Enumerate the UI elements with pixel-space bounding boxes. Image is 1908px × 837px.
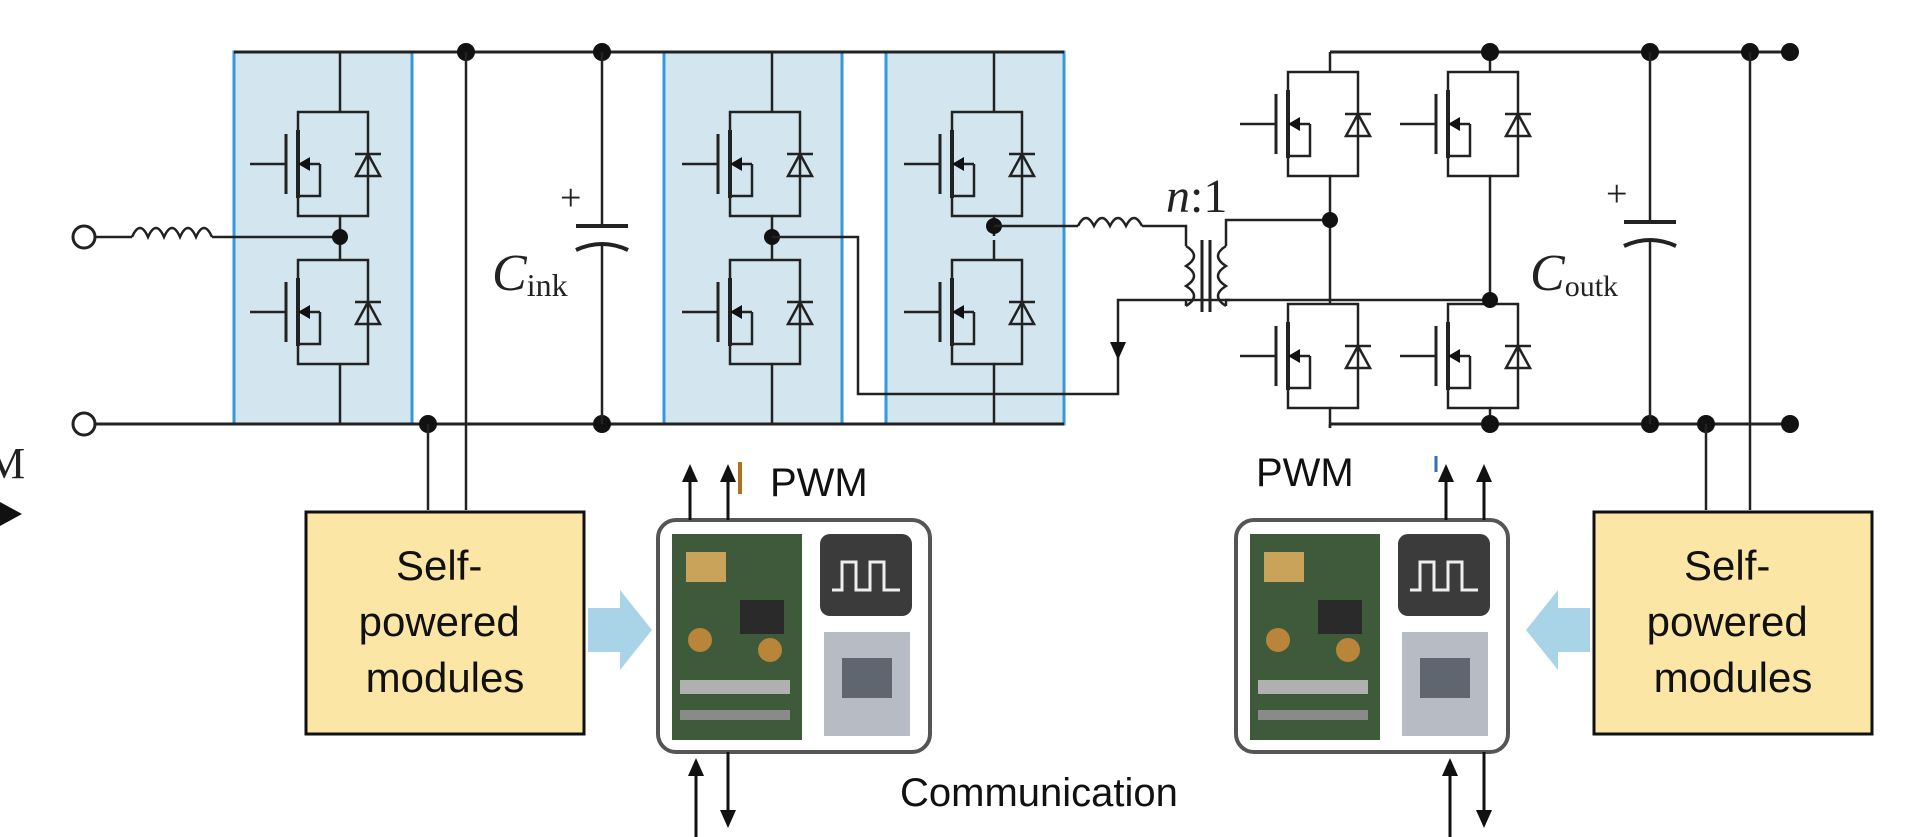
half-bridge-box-3 [884, 50, 1066, 426]
pwm-label-left: PWM [770, 461, 868, 505]
module-right-line-3: modules [1654, 654, 1813, 701]
oscilloscope-icon-right [1398, 534, 1490, 616]
pwm-label-right: PWM [1256, 451, 1354, 495]
transformer-primary [1183, 244, 1196, 308]
module-left-line-1: Self- [396, 542, 482, 589]
power-arrow-right [1526, 590, 1590, 670]
switch-10 [1398, 282, 1533, 430]
switch-7 [1238, 50, 1373, 198]
cin-plate-bottom [575, 242, 629, 252]
svg-text:+: + [1606, 173, 1627, 215]
input-terminal-bottom [71, 411, 97, 437]
switch-8 [1398, 50, 1533, 198]
power-arrow-left [588, 590, 652, 670]
cout-label: Coutk [1530, 245, 1618, 303]
turns-ratio: n:1 [1166, 170, 1227, 223]
edge-arrow [0, 502, 22, 526]
series-inductor [1076, 216, 1144, 229]
edge-letter: M [0, 439, 25, 488]
input-inductor [130, 226, 214, 241]
module-right-line-1: Self- [1684, 542, 1770, 589]
svg-text:Self- powered modules: Self- powered modules [1647, 542, 1820, 701]
communication-label: Communication [900, 771, 1178, 815]
transformer-secondary [1216, 244, 1229, 308]
svg-text:+: + [560, 177, 581, 219]
switch-9 [1238, 282, 1373, 430]
oscilloscope-icon-left [820, 534, 912, 616]
self-powered-module-left [304, 510, 586, 736]
cin-label: Cink [492, 245, 568, 303]
svg-text:Self- powered modules: Self- powered modules [359, 542, 532, 701]
module-left-line-2: powered [359, 598, 520, 645]
self-powered-module-right [1592, 510, 1874, 736]
cout-plate-bottom [1623, 238, 1677, 248]
module-right-line-2: powered [1647, 598, 1808, 645]
input-terminal-top [71, 224, 97, 250]
module-left-line-3: modules [366, 654, 525, 701]
